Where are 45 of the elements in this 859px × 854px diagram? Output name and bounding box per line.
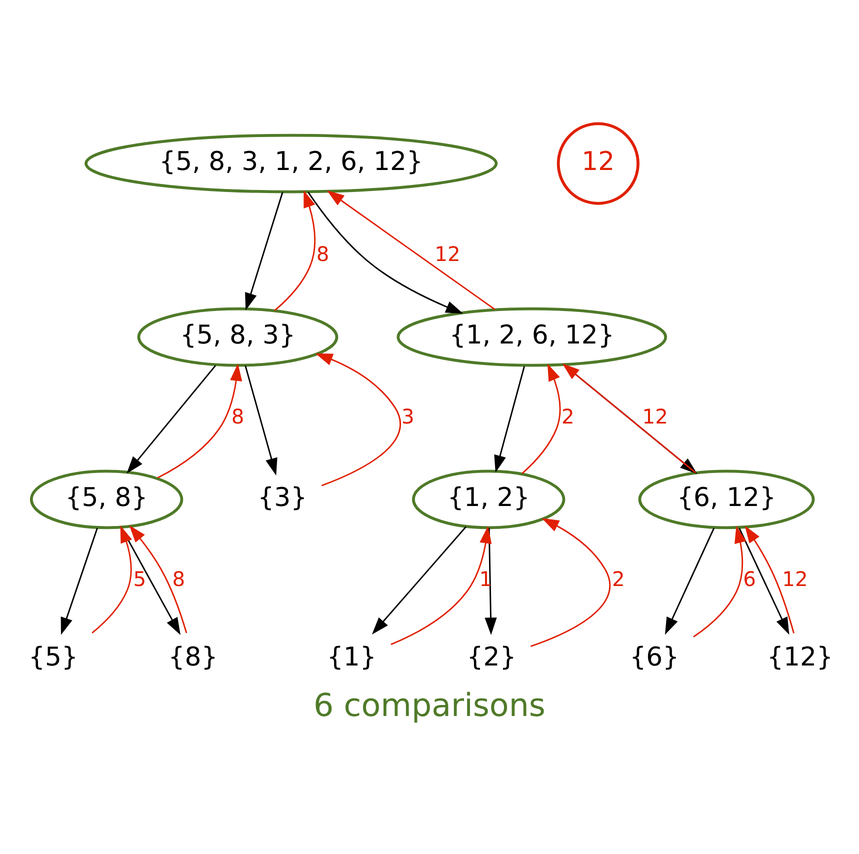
caption: 6 comparisons xyxy=(314,688,546,724)
arrow xyxy=(530,518,610,647)
arrow xyxy=(744,525,795,633)
arrow xyxy=(245,192,284,310)
edge-label: 8 xyxy=(231,404,244,428)
edge-label: 2 xyxy=(561,404,574,428)
arrow xyxy=(244,364,278,475)
arrow xyxy=(157,363,242,478)
node-text: {1} xyxy=(326,642,376,672)
node-ellipse: {5, 8} xyxy=(30,469,184,529)
edge-label: 2 xyxy=(612,566,625,590)
arrow xyxy=(126,364,216,474)
arrow xyxy=(372,526,467,634)
node-text: {6} xyxy=(630,642,680,672)
arrow xyxy=(494,366,526,472)
arrow xyxy=(308,191,464,314)
edge-label: 5 xyxy=(133,566,146,590)
node-circle: 12 xyxy=(556,122,640,204)
arrow xyxy=(390,526,492,645)
arrow xyxy=(274,190,316,310)
node-text: {12} xyxy=(767,642,834,672)
node-text: {2} xyxy=(466,642,516,672)
arrow xyxy=(129,524,188,633)
node-ellipse: {1, 2} xyxy=(412,469,566,529)
edge-label: 8 xyxy=(316,242,330,266)
arrow xyxy=(92,524,132,633)
node-ellipse: {5, 8, 3, 1, 2, 6, 12} xyxy=(84,133,498,193)
arrow xyxy=(693,525,746,637)
arrow xyxy=(664,527,715,634)
node-text: {8} xyxy=(168,642,218,672)
edge-label: 12 xyxy=(642,404,668,428)
edge-label: 12 xyxy=(782,566,808,590)
node-ellipse: {1, 2, 6, 12} xyxy=(396,306,668,366)
node-ellipse: {6, 12} xyxy=(638,469,815,529)
edge-label: 12 xyxy=(434,242,460,266)
node-text: {5} xyxy=(28,642,78,672)
arrow xyxy=(326,190,496,310)
edge-label: 8 xyxy=(172,566,186,590)
arrow xyxy=(60,527,98,634)
arrow xyxy=(522,363,561,474)
arrow xyxy=(738,527,790,634)
edge-label: 3 xyxy=(401,404,414,428)
arrow xyxy=(315,352,401,486)
edge-label: 6 xyxy=(743,566,756,590)
node-text: {3} xyxy=(258,482,308,512)
